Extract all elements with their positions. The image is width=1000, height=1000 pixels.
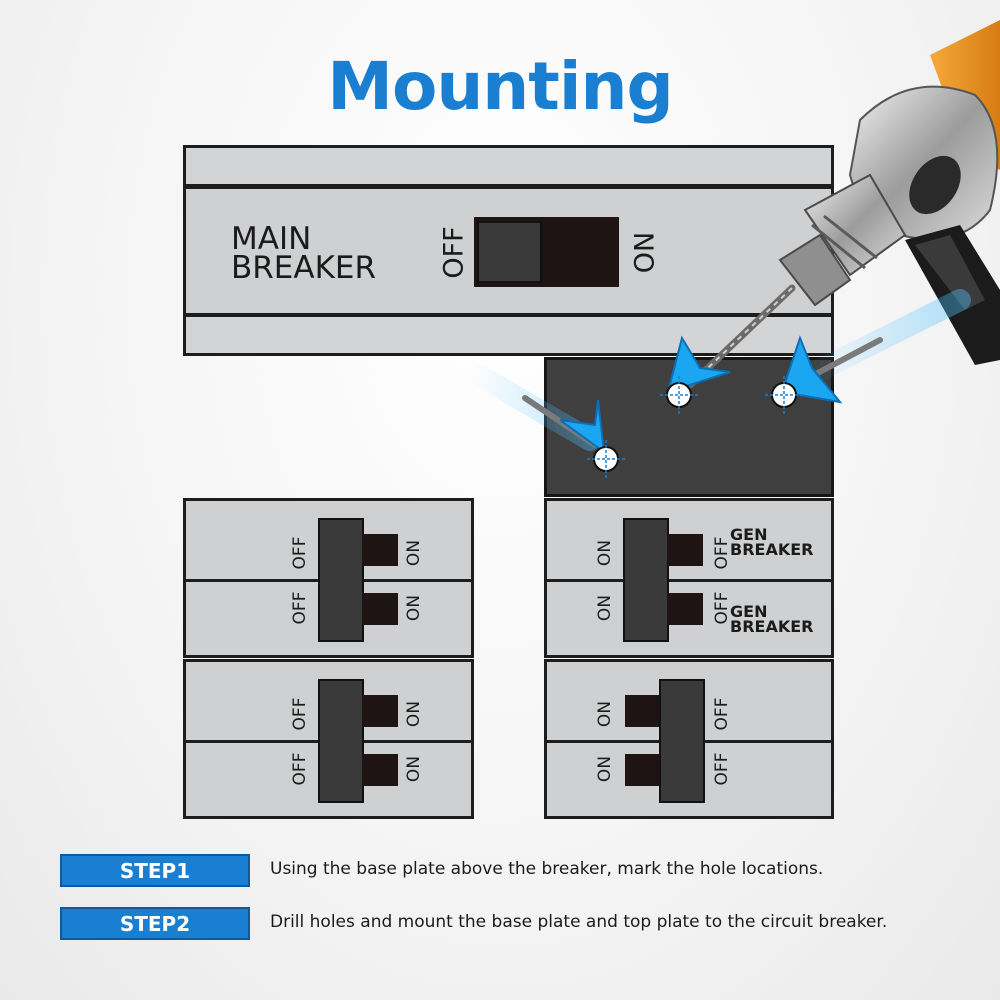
right-breaker-1-label-line1: GEN [730, 525, 768, 544]
right-breaker-4-nub [625, 754, 661, 786]
left-breaker-1-nub [362, 534, 398, 566]
right-breaker-handle-upper[interactable] [623, 518, 669, 642]
right-breaker-2-label-line2: BREAKER [730, 617, 814, 636]
main-breaker-top-strip [183, 145, 834, 187]
right-breaker-1-nub [667, 534, 703, 566]
main-breaker-label: MAIN BREAKER [231, 221, 377, 286]
drill-icon [778, 20, 1000, 365]
main-breaker-label-line1: MAIN [231, 221, 312, 257]
hole-marker-icon [587, 376, 803, 478]
main-breaker-switch-handle[interactable] [477, 221, 542, 283]
right-breaker-3-nub [625, 695, 661, 727]
right-breaker-handle-lower[interactable] [659, 679, 705, 803]
right-breaker-2-label: GEN BREAKER [730, 602, 814, 636]
step2-badge: STEP2 [60, 907, 250, 940]
left-breaker-group-upper: OFF ON OFF ON [183, 498, 474, 658]
divider [547, 579, 831, 582]
main-breaker-label-line2: BREAKER [231, 250, 377, 286]
right-breaker-2-nub [667, 593, 703, 625]
right-breaker-2-label-line1: GEN [730, 602, 768, 621]
left-breaker-handle-upper[interactable] [318, 518, 364, 642]
left-breaker-4-nub [362, 754, 398, 786]
left-breaker-handle-lower[interactable] [318, 679, 364, 803]
right-breaker-group-upper: ON OFF GEN BREAKER ON OFF GEN BREAKER [544, 498, 834, 658]
right-breaker-group-lower: ON OFF ON OFF [544, 659, 834, 819]
step2-text: Drill holes and mount the base plate and… [270, 912, 888, 932]
main-breaker-bottom-strip [183, 314, 834, 356]
arrow-icon [559, 335, 843, 455]
left-breaker-2-nub [362, 593, 398, 625]
right-breaker-1-label: GEN BREAKER [730, 525, 814, 559]
right-breaker-1-label-line2: BREAKER [730, 540, 814, 559]
page-title: Mounting [327, 48, 673, 125]
step1-text: Using the base plate above the breaker, … [270, 859, 824, 879]
drill-bit-icon [459, 284, 971, 451]
main-breaker-switch[interactable] [474, 217, 619, 287]
left-breaker-group-lower: OFF ON OFF ON [183, 659, 474, 819]
step1-badge: STEP1 [60, 854, 250, 887]
left-breaker-3-nub [362, 695, 398, 727]
